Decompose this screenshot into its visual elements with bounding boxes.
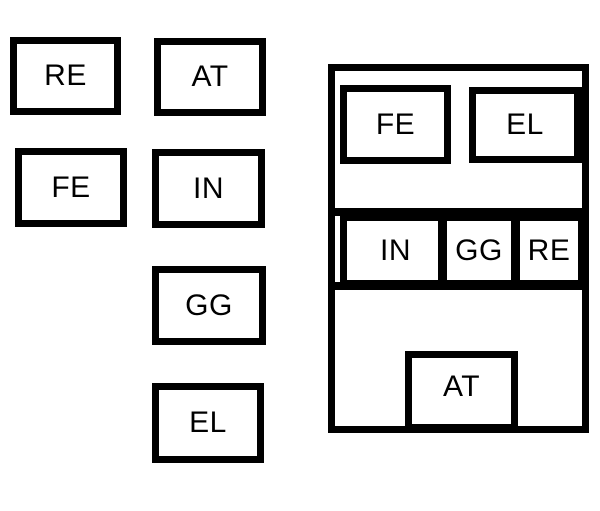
piece-at[interactable]: AT [154, 38, 266, 116]
piece-re[interactable]: RE [10, 37, 121, 115]
piece-label: IN [380, 233, 411, 267]
assembly-piece-in[interactable]: IN [340, 214, 445, 287]
piece-label: AT [442, 370, 481, 403]
piece-label: EL [189, 406, 227, 439]
piece-label: EL [506, 108, 544, 141]
piece-label: GG [455, 233, 503, 267]
piece-label: AT [191, 60, 229, 93]
piece-label: IN [193, 171, 224, 205]
assembly-piece-gg[interactable]: GG [440, 214, 518, 287]
assembly-piece-at[interactable]: AT [405, 351, 518, 431]
assembly-piece-fe[interactable]: FE [340, 85, 451, 164]
assembly-el-edge [576, 87, 585, 163]
piece-label: RE [527, 233, 571, 267]
piece-fe[interactable]: FE [15, 148, 127, 227]
piece-in[interactable]: IN [152, 149, 265, 228]
piece-label: FE [375, 107, 416, 141]
piece-label: GG [185, 288, 233, 322]
assembly-divider-top [330, 208, 588, 216]
assembly-piece-re[interactable]: RE [513, 214, 585, 287]
piece-el[interactable]: EL [152, 383, 264, 463]
piece-label: FE [51, 170, 91, 204]
assembly-piece-el[interactable]: EL [469, 87, 581, 163]
piece-gg[interactable]: GG [152, 266, 266, 345]
piece-label: RE [44, 59, 87, 92]
